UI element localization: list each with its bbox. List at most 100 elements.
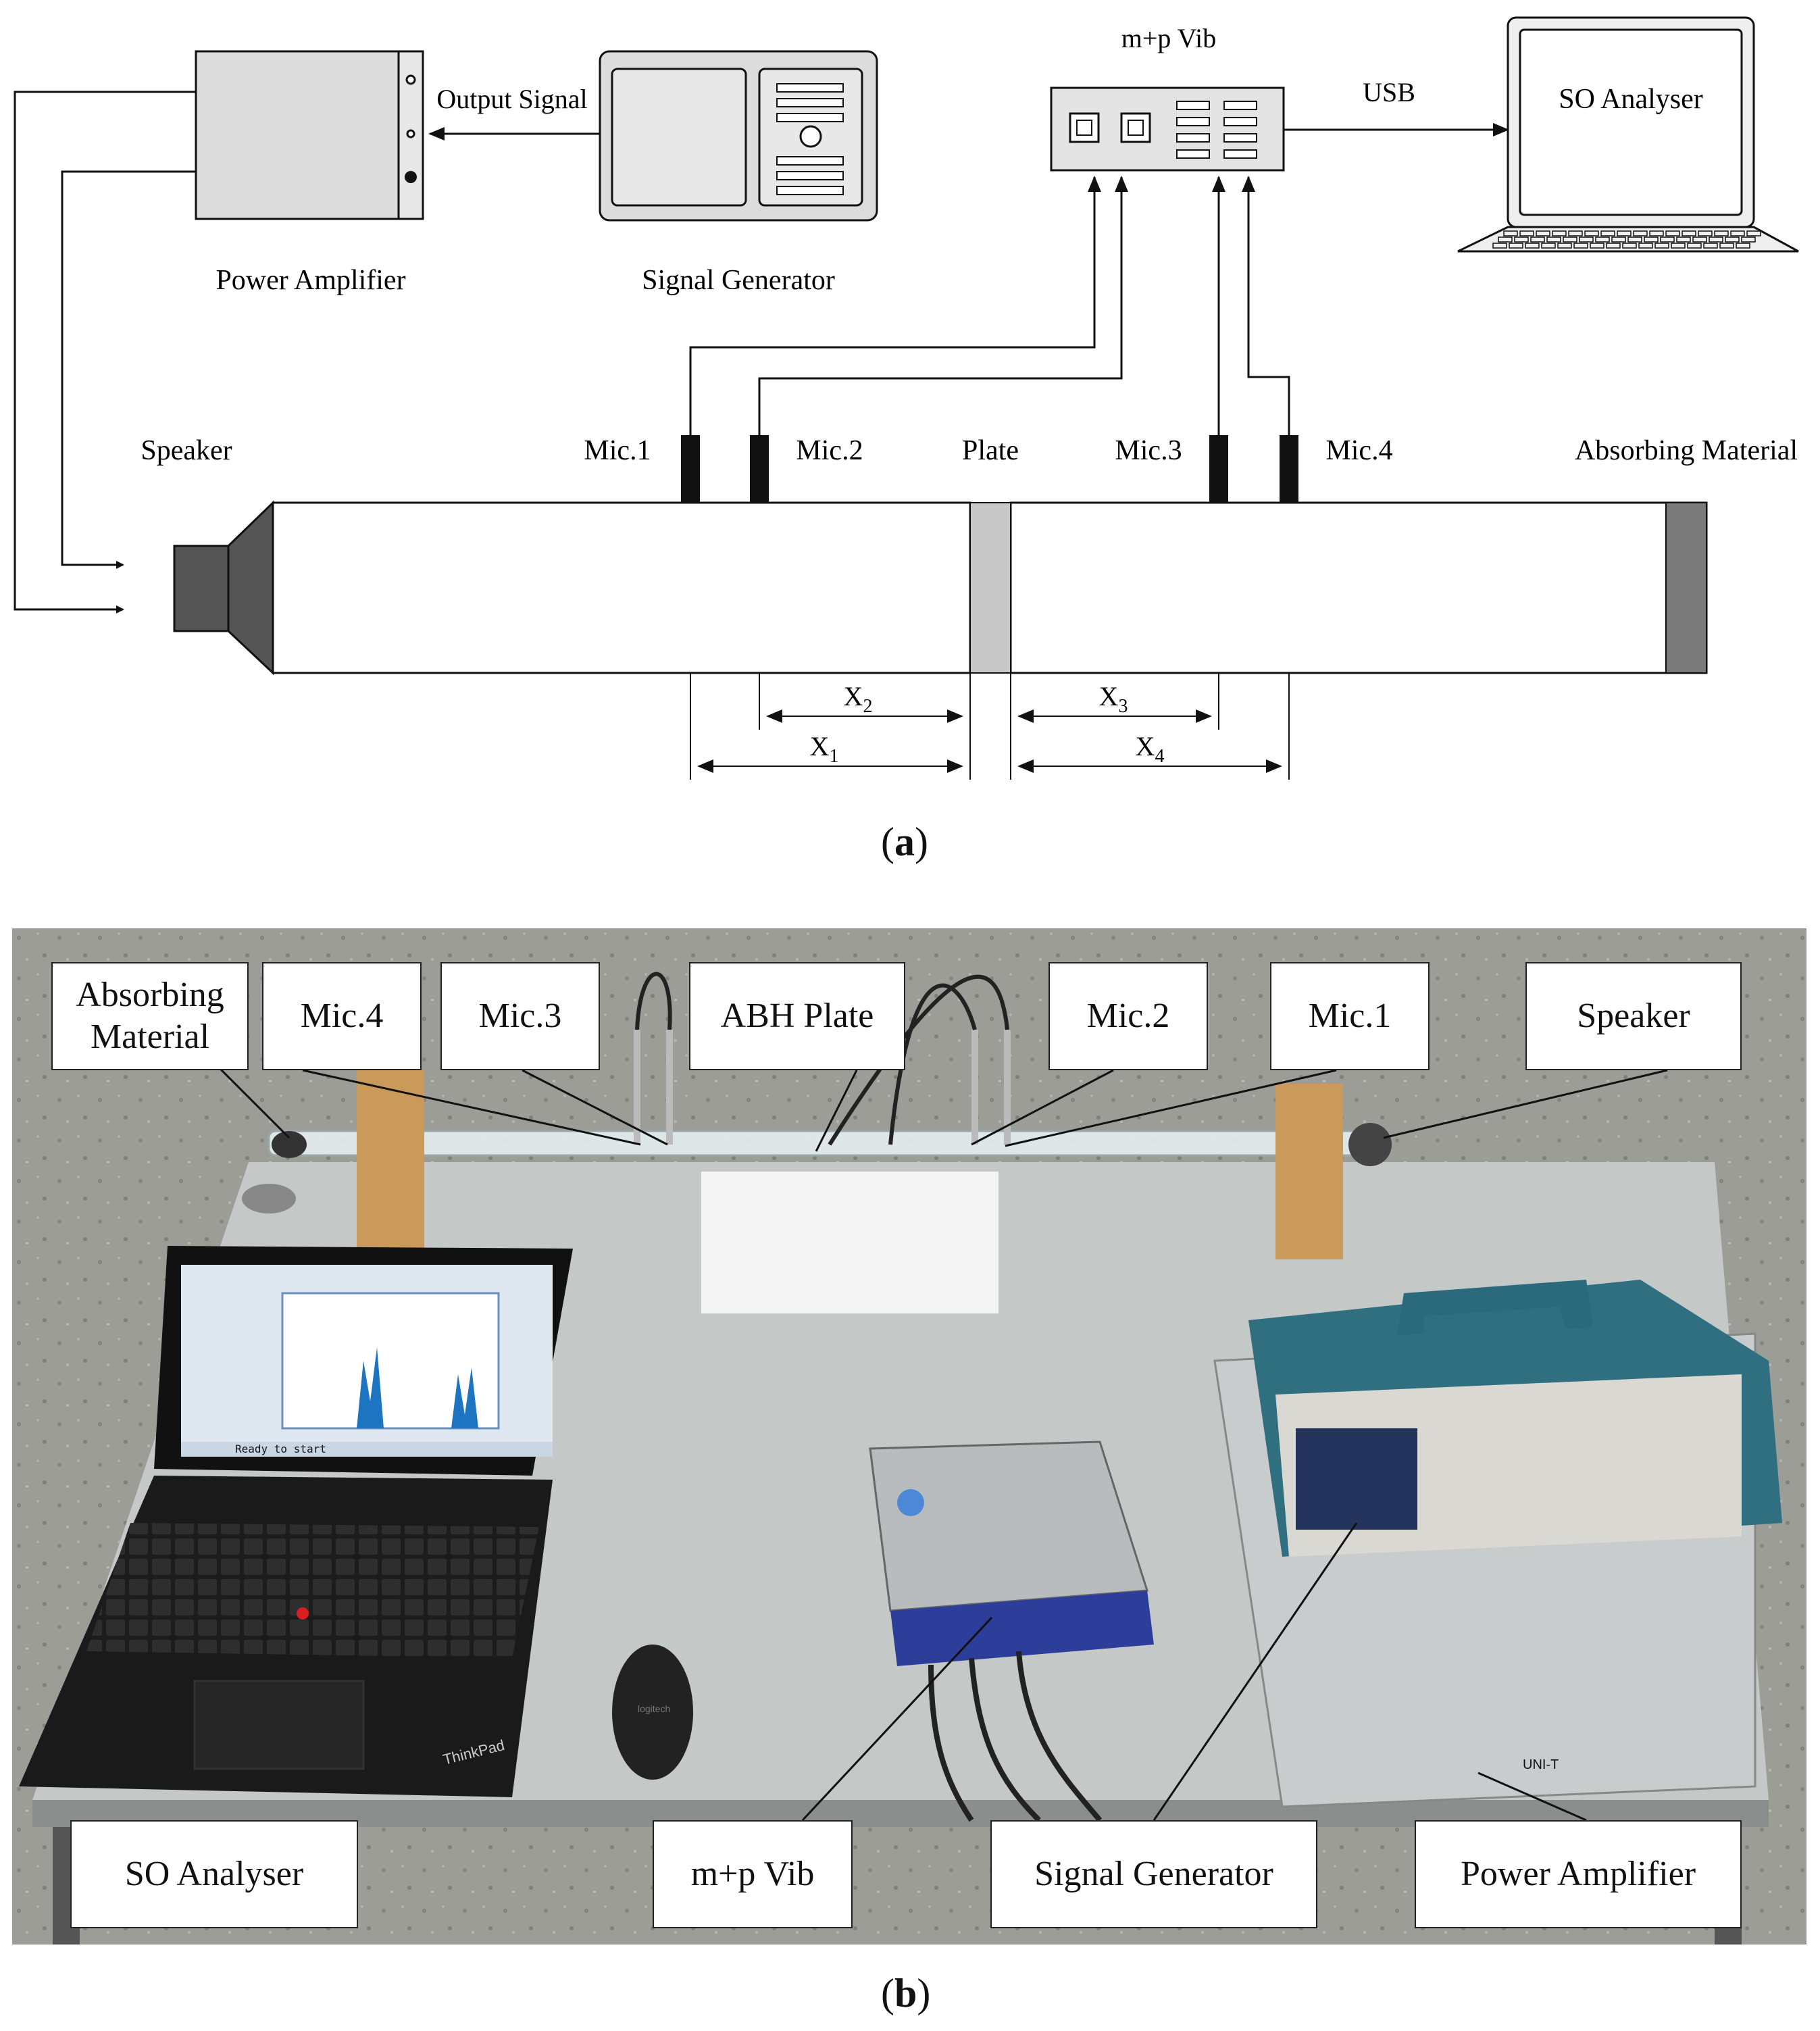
photo-illustration: Ready to start lenovo ThinkPad logitech … [12, 928, 1806, 1945]
keyboard-key [1530, 236, 1545, 243]
keyboard-key [1509, 243, 1523, 249]
keyboard-key [1638, 243, 1653, 249]
photo-label-abh-plate: ABH Plate [689, 962, 905, 1070]
absorbing-material-label: Absorbing Material [1575, 435, 1798, 466]
mouse-brand-text: logitech [638, 1703, 670, 1714]
photo-label-mic4: Mic.4 [262, 962, 422, 1070]
power-amplifier-box [195, 50, 424, 220]
plate-label: Plate [962, 435, 1019, 466]
keyboard-key [1563, 236, 1577, 243]
absorbing-material-shape [1665, 502, 1707, 674]
photo-label-mic2: Mic.2 [1048, 962, 1208, 1070]
laptop-status-text: Ready to start [235, 1443, 326, 1455]
wire-amp-speaker-1 [14, 91, 196, 613]
keyboard-key [1492, 243, 1507, 249]
uni-t-text: UNI-T [1523, 1757, 1559, 1772]
photo-label-mic3: Mic.3 [440, 962, 600, 1070]
speaker-shape [173, 500, 274, 676]
photo-label-signal-generator: Signal Generator [990, 1820, 1317, 1928]
keyboard-key [1676, 236, 1691, 243]
keyboard-key [1552, 230, 1567, 236]
keyboard-key [1519, 230, 1534, 236]
keyboard-key [1503, 230, 1518, 236]
photo-label-power-amplifier: Power Amplifier [1415, 1820, 1742, 1928]
keyboard-key [1725, 236, 1740, 243]
mic4-shape [1280, 435, 1298, 503]
dimension-lines [690, 673, 1290, 780]
wire-mic4 [1242, 176, 1290, 435]
output-signal-label: Output Signal [436, 84, 587, 114]
keyboard-key [1633, 230, 1648, 236]
keyboard-key [1606, 243, 1621, 249]
plate-shape [969, 502, 1011, 674]
mic2-shape [750, 435, 769, 503]
keyboard-key [1644, 236, 1659, 243]
x3-label: X3 [1099, 681, 1128, 717]
keyboard-key [1714, 230, 1729, 236]
so-analyser-label: SO Analyser [1559, 84, 1703, 115]
keyboard-key [1498, 236, 1513, 243]
mic1-shape [681, 435, 700, 503]
usb-label: USB [1363, 77, 1415, 107]
keyboard-key [1584, 230, 1599, 236]
mpvib-label: m+p Vib [1121, 23, 1217, 53]
keyboard-key [1736, 243, 1750, 249]
x2-label: X2 [844, 681, 873, 717]
keyboard-key [1590, 243, 1604, 249]
mic2-label: Mic.2 [796, 435, 863, 466]
photo-label-mpvib: m+p Vib [653, 1820, 853, 1928]
impedance-tube-left [272, 501, 971, 674]
caption-b: (b) [881, 1971, 931, 2015]
mic3-shape [1209, 435, 1228, 503]
mic4-label: Mic.4 [1325, 435, 1392, 466]
signal-generator-label: Signal Generator [642, 265, 835, 296]
keyboard-key [1536, 230, 1550, 236]
keyboard-key [1687, 243, 1702, 249]
photo-label-speaker: Speaker [1525, 962, 1742, 1070]
keyboard-key [1682, 230, 1696, 236]
keyboard-key [1730, 230, 1745, 236]
keyboard-key [1579, 236, 1594, 243]
keyboard-key [1546, 236, 1561, 243]
schematic-diagram: Power Amplifier Signal Generator Output … [14, 16, 1799, 780]
keyboard-key [1671, 243, 1686, 249]
signal-generator-box [599, 50, 878, 222]
keyboard-key [1622, 243, 1637, 249]
wire-mic2 [758, 176, 1128, 435]
keyboard-key [1595, 236, 1610, 243]
keyboard-key [1649, 230, 1664, 236]
keyboard-key [1525, 243, 1540, 249]
keyboard-key [1568, 230, 1583, 236]
keyboard-key [1557, 243, 1572, 249]
keyboard-key [1719, 243, 1734, 249]
keyboard-key [1698, 230, 1713, 236]
photo-label-absorbing-material: Absorbing Material [51, 962, 249, 1070]
keyboard-key [1741, 236, 1756, 243]
photo-leader-lines [193, 1042, 1668, 1822]
photo-label-mic1: Mic.1 [1270, 962, 1430, 1070]
wire-amp-speaker-2 [61, 170, 196, 569]
wire-mic1 [689, 176, 1101, 435]
so-analyser-laptop [1457, 16, 1799, 253]
keyboard-key [1514, 236, 1529, 243]
x4-label: X4 [1136, 731, 1165, 767]
keyboard-key [1600, 230, 1615, 236]
impedance-tube-right [1009, 501, 1708, 674]
keyboard-key [1627, 236, 1642, 243]
x1-label: X1 [810, 731, 839, 767]
photo-label-so-analyser: SO Analyser [70, 1820, 358, 1928]
power-amplifier-label: Power Amplifier [216, 265, 405, 296]
experiment-photo: Ready to start lenovo ThinkPad logitech … [12, 928, 1806, 1945]
caption-a: (a) [881, 820, 928, 864]
keyboard-key [1654, 243, 1669, 249]
keyboard-key [1660, 236, 1675, 243]
mic3-label: Mic.3 [1115, 435, 1182, 466]
keyboard-key [1665, 230, 1680, 236]
mic1-label: Mic.1 [584, 435, 651, 466]
keyboard-key [1617, 230, 1632, 236]
keyboard-key [1611, 236, 1626, 243]
speaker-label: Speaker [141, 435, 232, 466]
keyboard-key [1746, 230, 1761, 236]
keyboard-key [1573, 243, 1588, 249]
mpvib-box [1050, 86, 1285, 172]
